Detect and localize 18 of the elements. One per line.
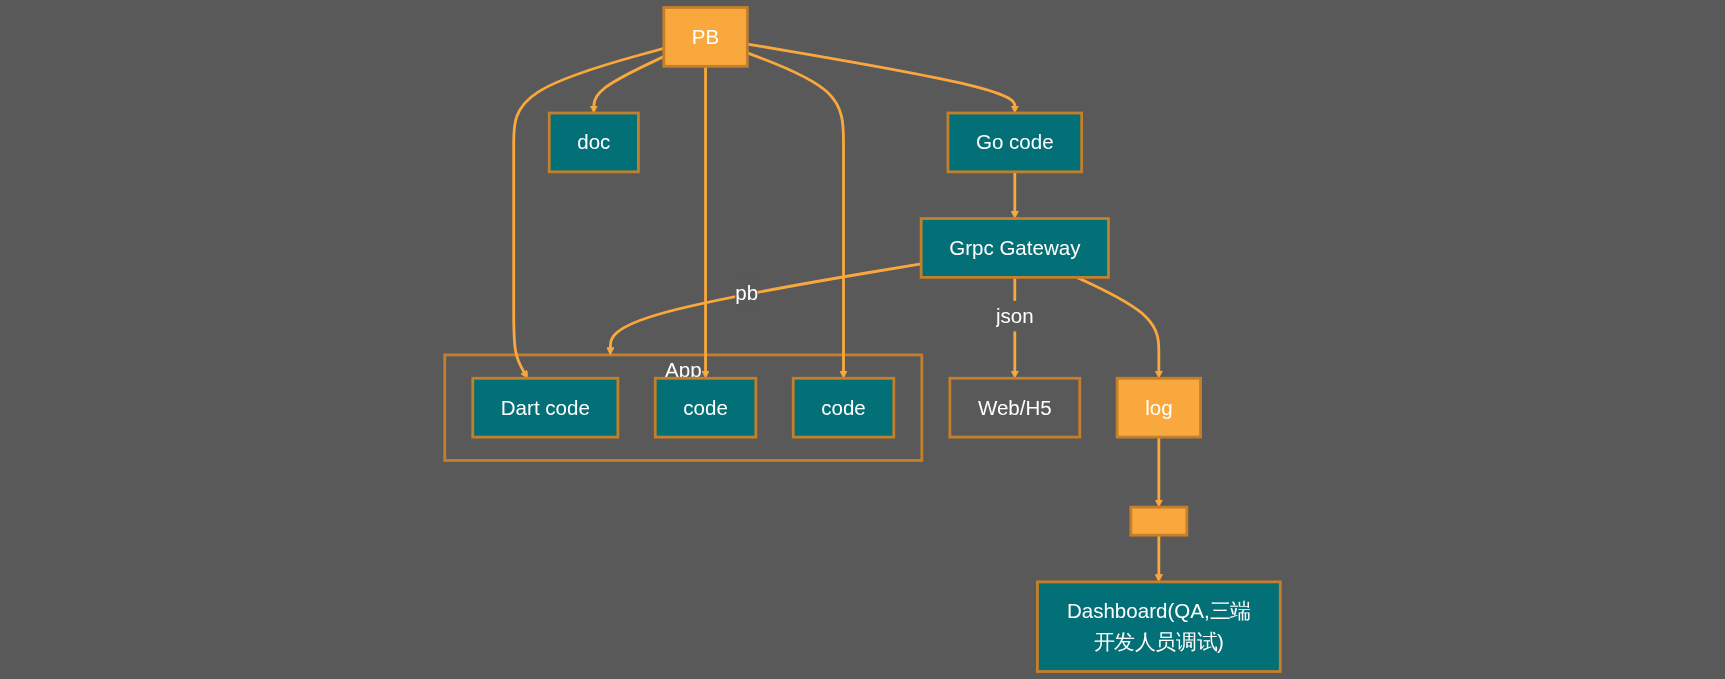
node-box: Dashboard(QA,三端开发人员调试) bbox=[1036, 580, 1282, 673]
node-box: Grpc Gateway bbox=[919, 217, 1110, 279]
edge-label: pb bbox=[735, 281, 759, 305]
node-box: Web/H5 bbox=[948, 376, 1082, 439]
arrow bbox=[606, 262, 922, 356]
arrow bbox=[1154, 437, 1163, 508]
arrow bbox=[747, 42, 1019, 114]
node-box bbox=[1129, 505, 1189, 537]
arrow bbox=[1010, 171, 1019, 219]
node-box: code bbox=[653, 376, 758, 439]
node-box: Go code bbox=[946, 111, 1084, 174]
node-box: code bbox=[791, 376, 896, 439]
node-box: log bbox=[1115, 376, 1202, 439]
arrow bbox=[701, 66, 710, 379]
node-box: PB bbox=[662, 6, 749, 68]
node-box: doc bbox=[547, 111, 640, 174]
node-box: Dart code bbox=[471, 376, 620, 439]
edge-label: json bbox=[995, 304, 1034, 328]
